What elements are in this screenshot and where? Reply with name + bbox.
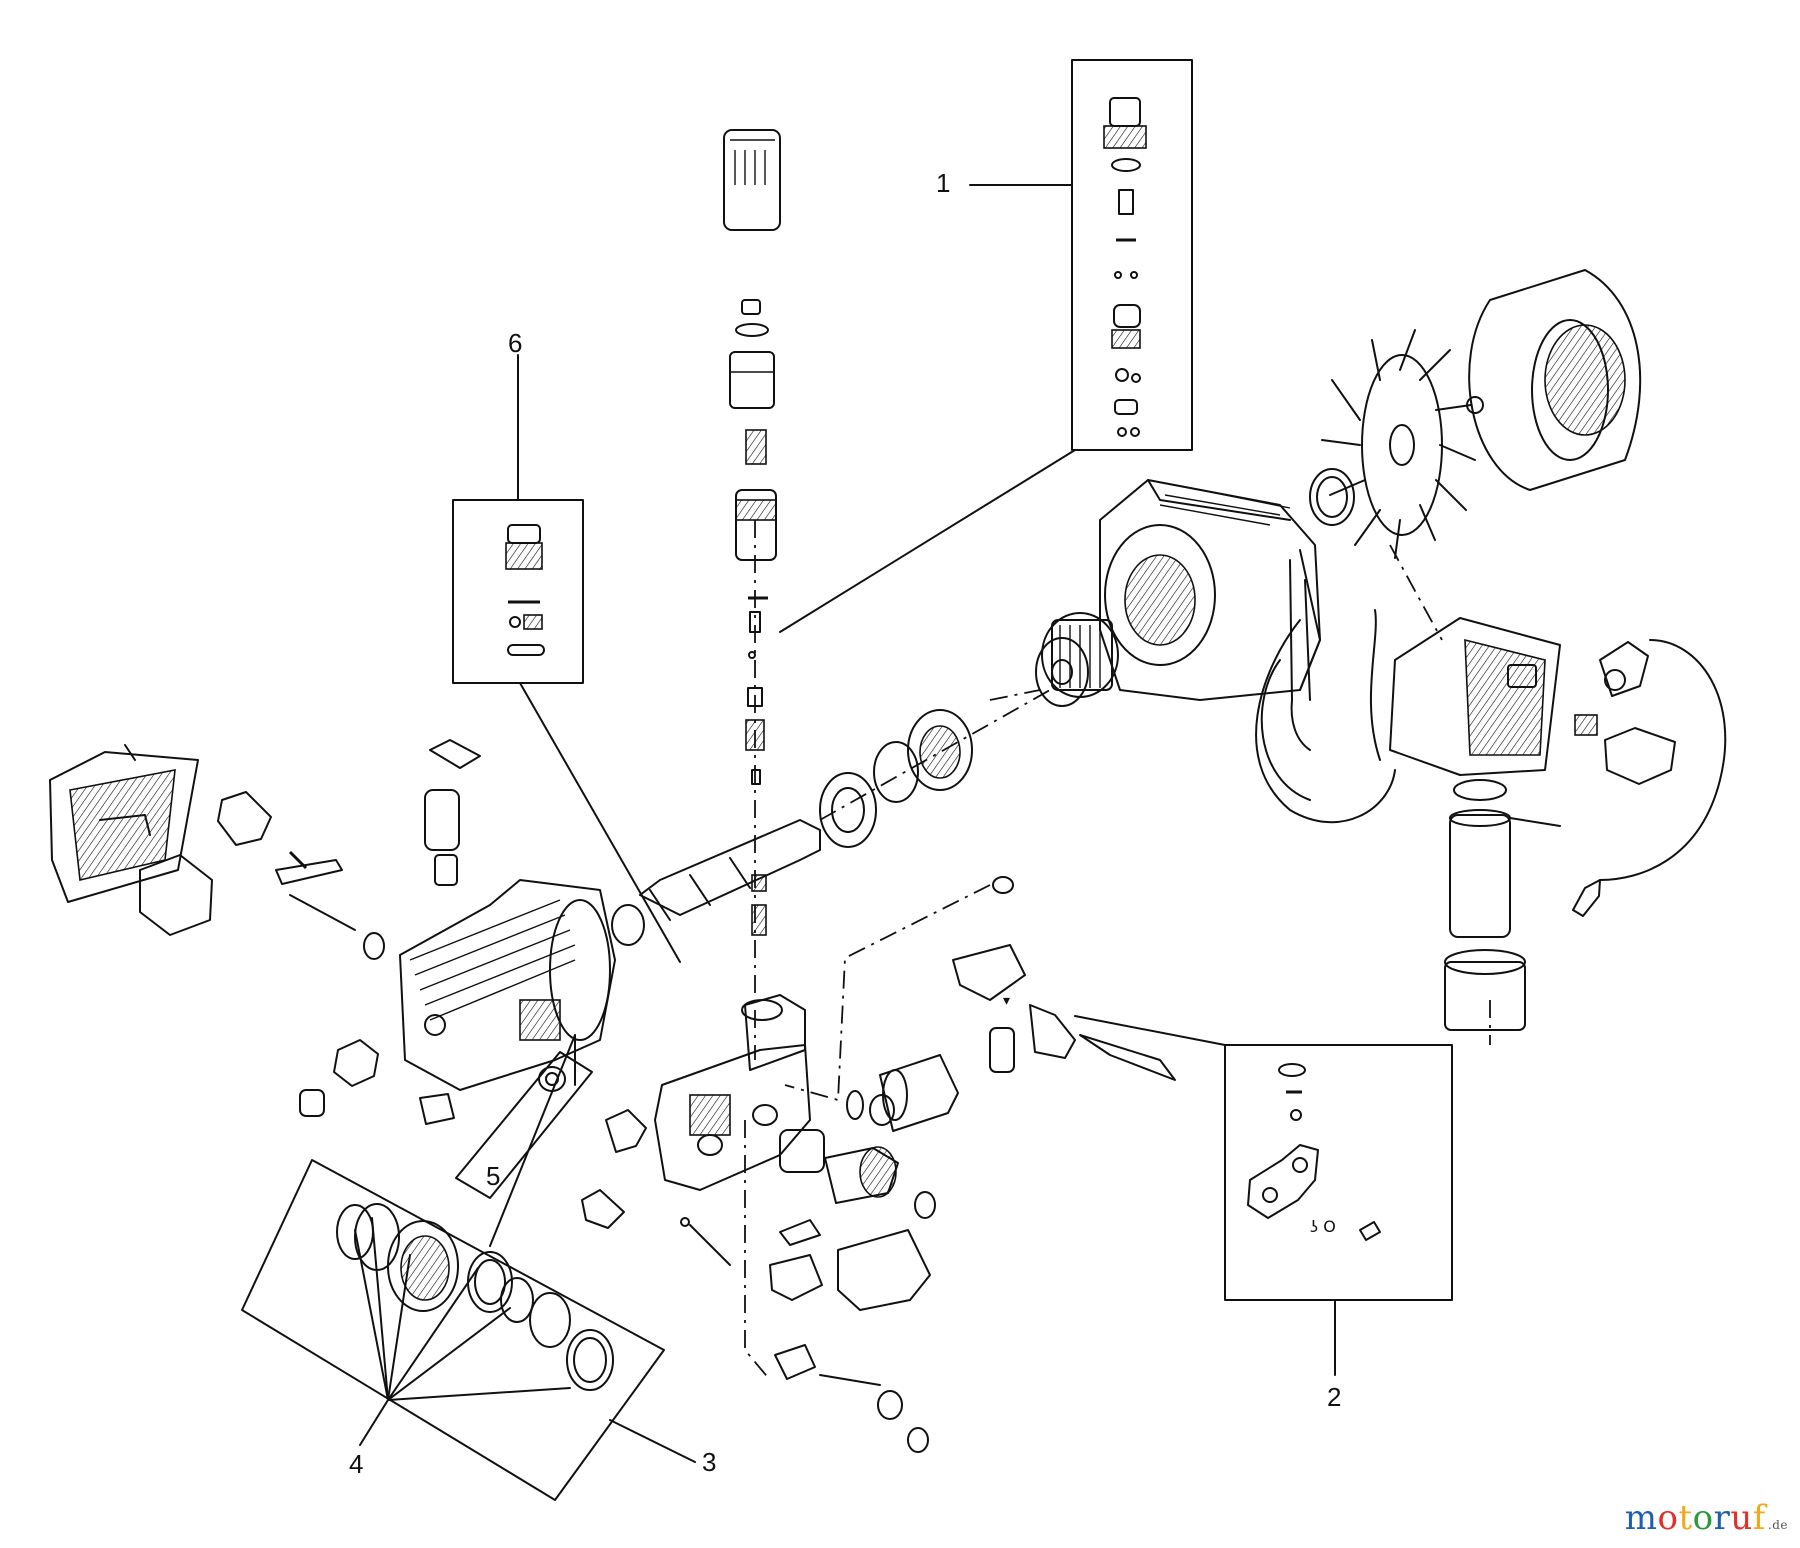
pump-housing — [299, 739, 616, 1125]
watermark-brand: motoruf — [1625, 1498, 1766, 1538]
watermark-letter: o — [1657, 1498, 1679, 1538]
kit-box-5 — [455, 1051, 593, 1199]
watermark-letter: u — [1730, 1498, 1753, 1538]
outlet-tee: ▾ — [952, 876, 1176, 1081]
callout-3: 3 — [702, 1447, 717, 1477]
kit-5-part — [538, 1066, 566, 1092]
callout-2: 2 — [1327, 1382, 1342, 1412]
crankshaft-and-bearings — [611, 709, 973, 946]
watermark-letter: m — [1624, 1498, 1658, 1538]
watermark-letter: f — [1752, 1498, 1766, 1538]
watermark-letter: o — [1692, 1498, 1714, 1538]
watermark-letter: r — [1713, 1498, 1731, 1538]
svg-text:▾: ▾ — [1003, 993, 1010, 1009]
kit-2-parts: ʖ O — [1247, 1063, 1381, 1241]
watermark-suffix: .de — [1767, 1518, 1788, 1532]
fan-and-cover — [1309, 269, 1642, 559]
callout-5: 5 — [486, 1161, 501, 1191]
electric-motor — [1035, 479, 1321, 751]
callout-6: 6 — [508, 328, 523, 358]
manifold-block — [581, 994, 959, 1453]
watermark-letter: t — [1678, 1498, 1693, 1538]
watermark-logo: motoruf.de — [1625, 1498, 1788, 1538]
rear-cover — [49, 744, 385, 960]
kit-box-2 — [1224, 1044, 1453, 1301]
kit-6-parts — [505, 524, 545, 656]
kit-box-1 — [1071, 59, 1193, 451]
kit-1-parts — [1103, 97, 1147, 437]
kit-3-seals — [336, 1203, 614, 1391]
svg-text:ʖ O: ʖ O — [1310, 1217, 1336, 1236]
unloader-valve-column — [723, 129, 781, 936]
kit-box-3 — [241, 1159, 665, 1501]
callout-4: 4 — [349, 1449, 364, 1479]
switch-box-and-cord — [1255, 609, 1727, 1031]
callout-1: 1 — [936, 168, 951, 198]
